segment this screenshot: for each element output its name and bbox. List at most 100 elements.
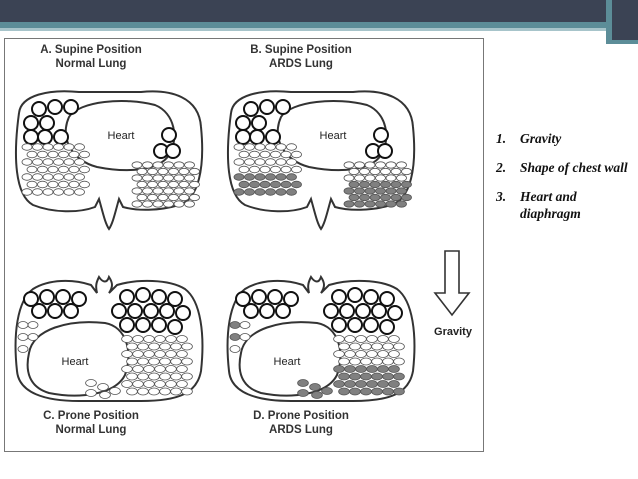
alveolus-small [143, 365, 155, 373]
factor-item: 2. Shape of chest wall [496, 159, 636, 176]
alveolus-small [333, 350, 345, 358]
slide-header-accent [0, 22, 606, 28]
alveolus-small [364, 187, 376, 195]
alveolus-small [53, 158, 64, 166]
alveolus-small [343, 187, 355, 195]
alveolus-small [99, 391, 111, 399]
alveolus-small [259, 150, 271, 159]
alveolus-small [233, 143, 245, 151]
alveolus-small [159, 387, 171, 396]
alveolus-small [311, 391, 323, 399]
alveolus-small [354, 174, 365, 182]
alveolus-small [349, 342, 361, 351]
aerated-alveolus [331, 289, 347, 305]
alveolus-small [344, 380, 356, 388]
alveolus-small [85, 379, 97, 387]
alveolus-small [152, 187, 164, 195]
alveolus-small [126, 357, 138, 366]
alveolus-small [344, 335, 356, 343]
panel-d-subtitle: ARDS Lung [269, 424, 333, 436]
alveolus-small [233, 173, 245, 181]
aerated-alveolus [71, 291, 87, 307]
alveolus-small [32, 158, 43, 166]
aerated-alveolus [167, 291, 183, 307]
aerated-alveolus [363, 317, 379, 333]
alveolus-small [259, 180, 271, 189]
alveolus-small [163, 174, 174, 182]
alveolus-small [359, 167, 370, 176]
factor-number: 3. [496, 189, 507, 204]
alveolus-small [176, 335, 188, 343]
alveolus-small [17, 321, 29, 329]
alveolus-small [286, 173, 297, 181]
alveolus-small [157, 193, 169, 202]
alveolus-small [178, 180, 190, 189]
alveolus-small [142, 161, 153, 169]
alveolus-small [265, 143, 276, 151]
alveolus-small [181, 387, 193, 396]
aerated-alveolus [135, 287, 151, 303]
alveolus-small [364, 174, 376, 182]
alveolus-small [254, 143, 266, 151]
alveolus-small [142, 187, 153, 195]
alveolus-small [291, 180, 302, 189]
alveolus-small [32, 143, 43, 151]
alveolus-small [147, 167, 158, 176]
alveolus-small [254, 158, 266, 166]
alveolus-small [189, 193, 200, 202]
alveolus-small [390, 193, 402, 202]
alveolus-small [165, 365, 177, 373]
alveolus-small [137, 372, 149, 381]
alveolus-small [349, 357, 361, 366]
alveolus-small [382, 342, 394, 351]
alveolus-small [157, 167, 169, 176]
alveolus-small [68, 150, 80, 159]
alveolus-small [37, 180, 48, 189]
alveolus-small [229, 333, 241, 341]
alveolus-small [280, 150, 292, 159]
alveolus-small [297, 389, 309, 397]
alveolus-small [366, 365, 378, 373]
alveolus-small [382, 357, 394, 366]
alveolus-small [297, 379, 309, 387]
alveolus-small [163, 161, 174, 169]
panel-c-title: C. Prone Position [43, 410, 139, 422]
alveolus-small [338, 342, 350, 351]
alveolus-small [109, 387, 121, 395]
aerated-alveolus [127, 303, 143, 319]
alveolus-small [131, 200, 143, 208]
alveolus-small [238, 165, 250, 174]
alveolus-small [385, 187, 397, 195]
alveolus-small [238, 180, 250, 189]
alveolus-small [32, 188, 43, 196]
aerated-alveolus [267, 289, 283, 305]
aerated-alveolus [379, 319, 395, 335]
aerated-alveolus [243, 101, 259, 117]
alveolus-small [401, 180, 412, 189]
aerated-alveolus [39, 289, 55, 305]
aerated-alveolus [175, 305, 191, 321]
alveolus-small [393, 372, 405, 381]
alveolus-small [173, 161, 185, 169]
alveolus-small [58, 165, 69, 174]
alveolus-small [42, 188, 54, 196]
alveolus-small [27, 333, 39, 341]
alveolus-small [369, 193, 381, 202]
heart-shape [238, 321, 342, 397]
panel-a-subtitle: Normal Lung [55, 58, 127, 70]
aerated-alveolus [323, 303, 339, 319]
alveolus-small [377, 380, 389, 388]
alveolus-small [366, 380, 378, 388]
alveolus-small [355, 335, 367, 343]
alveolus-small [254, 188, 266, 196]
alveolus-small [137, 357, 149, 366]
alveolus-small [321, 387, 333, 395]
alveolus-small [79, 150, 90, 159]
alveolus-small [58, 180, 69, 189]
alveolus-small [343, 161, 355, 169]
aerated-alveolus [47, 99, 63, 115]
alveolus-small [27, 321, 39, 329]
aerated-alveolus [39, 115, 55, 131]
